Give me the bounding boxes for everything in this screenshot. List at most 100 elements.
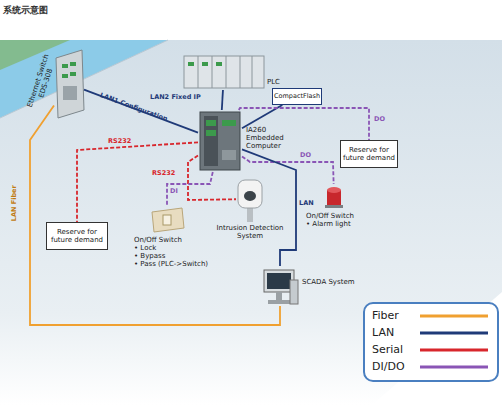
connector-label: DO xyxy=(300,152,311,159)
legend-label: DI/DO xyxy=(372,361,405,372)
node-label: On/Off Switch xyxy=(306,212,376,220)
computer-connector xyxy=(206,120,216,126)
alarm-light: On/Off Switch• Alarm light xyxy=(326,184,342,208)
legend-box xyxy=(364,303,498,381)
node-label: CompactFlash xyxy=(273,93,321,100)
storage-box: CompactFlash xyxy=(272,88,322,105)
camera-illustration xyxy=(238,180,262,222)
legend-swatches xyxy=(420,316,488,367)
plc-slot xyxy=(240,56,241,88)
connector-line xyxy=(242,156,334,184)
plc-slot xyxy=(198,56,199,88)
legend-label: LAN xyxy=(372,327,394,338)
legend-swatch xyxy=(420,366,488,369)
node-label: Reserve for future demand xyxy=(342,146,396,162)
monitor-stand xyxy=(276,292,282,300)
node-label: PLC xyxy=(267,78,291,86)
legend-label: Fiber xyxy=(372,310,399,321)
node-detail: • Alarm light xyxy=(306,220,376,228)
alarm-illustration xyxy=(325,187,343,208)
node-text-group: Reserve for future demand xyxy=(48,228,106,244)
computer-front xyxy=(204,116,218,166)
switch-illustration xyxy=(56,50,84,118)
connector-line xyxy=(188,155,236,200)
node-text-group: SCADA System xyxy=(302,278,362,286)
connector-label: LAN Fiber xyxy=(11,185,18,221)
node-detail: • Bypass xyxy=(134,252,214,260)
node-text-group: PLC xyxy=(267,78,291,86)
connector-label: RS232 xyxy=(108,138,131,145)
connector-label: LAN xyxy=(299,200,314,207)
computer-connector xyxy=(206,130,216,136)
switch-port xyxy=(62,64,68,68)
plc-slot xyxy=(212,56,213,88)
switch-port xyxy=(70,62,76,66)
connector-line xyxy=(222,90,223,110)
switch-plate-illustration xyxy=(152,208,184,232)
switch-port xyxy=(62,74,68,78)
connector-line xyxy=(77,142,198,222)
connector-line xyxy=(167,172,213,206)
page-title: 系统示意图 xyxy=(3,4,48,17)
connector-line xyxy=(30,106,280,325)
node-label: IA260 Embedded Computer xyxy=(246,126,304,150)
plc-led xyxy=(188,62,194,66)
floor-plane xyxy=(0,40,502,405)
connector-label: RS232 xyxy=(152,170,175,177)
embedded-computer: IA260 Embedded Computer xyxy=(198,110,242,172)
connector-label: DO xyxy=(374,116,385,123)
computer-illustration xyxy=(200,112,240,170)
connector-label: DI xyxy=(170,188,178,195)
legend-swatch xyxy=(420,349,488,352)
computer-connector xyxy=(222,120,236,126)
switch-device: Ethernet Switch EDS-308 xyxy=(54,50,84,118)
computer-port xyxy=(222,150,236,160)
node-text-group: Reserve for future demand xyxy=(342,146,396,162)
plc-slot xyxy=(252,56,253,88)
node-text-group: On/Off Switch• Lock• Bypass• Pass (PLC->… xyxy=(134,236,214,268)
node-label: Reserve for future demand xyxy=(48,228,106,244)
node-text-group: On/Off Switch• Alarm light xyxy=(306,212,376,228)
plc-rack xyxy=(184,56,264,88)
connector-layer xyxy=(30,90,369,325)
legend-label: Serial xyxy=(372,344,403,355)
camera-lens xyxy=(244,191,256,201)
node-text-group: Intrusion Detection System xyxy=(216,224,284,240)
camera-device: Intrusion Detection System xyxy=(236,176,264,222)
plc-slot xyxy=(226,56,227,88)
monitor-screen xyxy=(267,273,291,289)
alarm-base xyxy=(325,205,343,208)
legend-swatch xyxy=(420,315,488,318)
monitor-base xyxy=(268,300,290,304)
node-label: On/Off Switch xyxy=(134,236,214,244)
node-label: Intrusion Detection System xyxy=(216,224,284,240)
switch-panel xyxy=(63,86,77,100)
switch-panel: On/Off Switch• Lock• Bypass• Pass (PLC->… xyxy=(150,206,184,232)
reserve-box: Reserve for future demand xyxy=(46,222,108,250)
reserve-box: Reserve for future demand xyxy=(340,140,398,168)
plc-led xyxy=(216,62,222,66)
connector-line xyxy=(242,149,296,266)
computer-body xyxy=(200,112,240,170)
camera-body xyxy=(238,180,262,208)
scada-station: SCADA System xyxy=(262,266,298,306)
switch-port xyxy=(70,72,76,76)
legend-swatch xyxy=(420,332,488,335)
node-text-group: CompactFlash xyxy=(273,93,321,100)
computer-tower xyxy=(290,280,298,304)
plc-led xyxy=(202,62,208,66)
switch-toggle xyxy=(163,215,171,225)
node-label: SCADA System xyxy=(302,278,362,286)
plc-illustration xyxy=(184,56,264,88)
alarm-top xyxy=(327,187,341,193)
plc-rack: PLC xyxy=(183,54,265,90)
node-detail: • Lock xyxy=(134,244,214,252)
node-text-group: IA260 Embedded Computer xyxy=(246,126,304,150)
switch-body xyxy=(56,50,84,118)
node-detail: • Pass (PLC->Switch) xyxy=(134,260,214,268)
scada-illustration xyxy=(264,270,298,304)
switch-plate xyxy=(152,208,184,232)
